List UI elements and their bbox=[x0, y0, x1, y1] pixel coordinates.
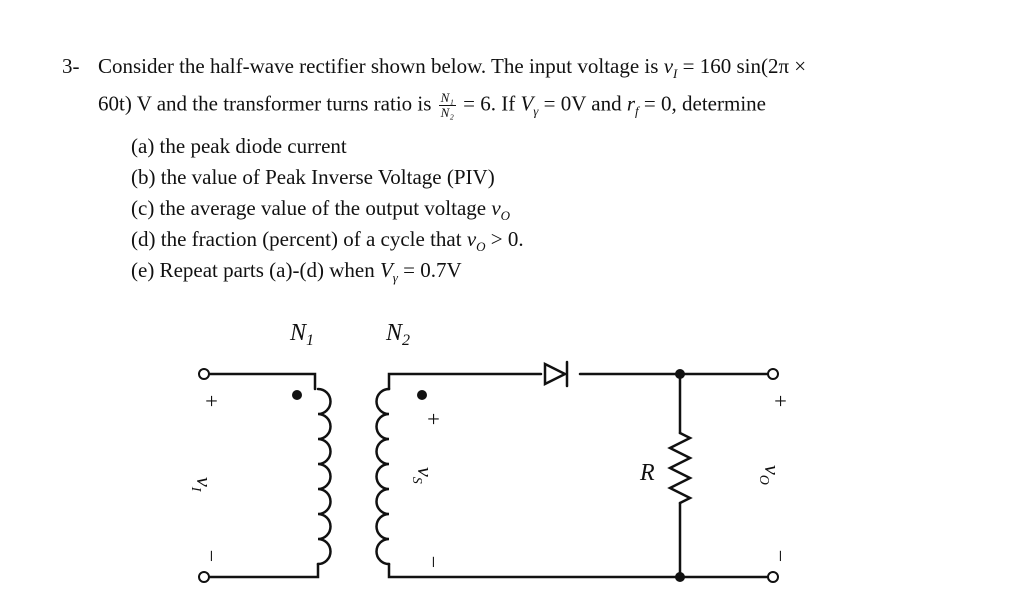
input-top-terminal bbox=[198, 368, 210, 380]
line2-text-d: = 0, determine bbox=[638, 91, 766, 116]
primary-coil bbox=[316, 387, 332, 566]
cutin-voltage-subscript: γ bbox=[533, 103, 539, 119]
input-voltage-label: vI bbox=[188, 477, 217, 493]
line1-text: Consider the half-wave rectifier shown b… bbox=[98, 54, 664, 78]
part-d-var-sub: O bbox=[476, 239, 486, 255]
part-d-var: v bbox=[466, 227, 477, 251]
problem-line-2: 60t) V and the transformer turns ratio i… bbox=[98, 91, 766, 120]
line2-text-c: = 0V and bbox=[538, 91, 627, 116]
input-plus: + bbox=[199, 395, 224, 407]
part-e-var: V bbox=[379, 258, 393, 282]
secondary-top-wire bbox=[387, 372, 543, 391]
problem-line-1: Consider the half-wave rectifier shown b… bbox=[98, 54, 806, 82]
input-voltage-symbol: v bbox=[663, 54, 674, 78]
primary-bottom-wire bbox=[207, 562, 320, 579]
bottom-node bbox=[675, 572, 685, 582]
part-a: (a) the peak diode current bbox=[131, 134, 347, 159]
diode-resistance-symbol: r bbox=[626, 91, 636, 116]
part-e-tail: = 0.7V bbox=[397, 258, 462, 282]
input-voltage-subscript: I bbox=[673, 66, 678, 82]
diode-symbol bbox=[543, 360, 569, 388]
n1-label: N1 bbox=[289, 320, 314, 349]
part-d: (d) the fraction (percent) of a cycle th… bbox=[131, 227, 524, 255]
problem-number: 3- bbox=[62, 54, 80, 78]
part-c: (c) the average value of the output volt… bbox=[131, 196, 510, 224]
secondary-bottom-wire bbox=[387, 562, 770, 579]
output-plus: + bbox=[768, 395, 793, 407]
output-minus: − bbox=[768, 550, 793, 562]
resistor-label: R bbox=[639, 460, 655, 486]
secondary-voltage-label: vS bbox=[409, 467, 438, 484]
output-bottom-terminal bbox=[767, 571, 779, 583]
top-node bbox=[675, 369, 685, 379]
part-c-text: (c) the average value of the output volt… bbox=[131, 196, 492, 220]
secondary-plus: + bbox=[421, 413, 446, 425]
primary-top-wire bbox=[207, 372, 317, 391]
line2-text-b: = 6. If bbox=[457, 91, 521, 116]
part-a-text: (a) the peak diode current bbox=[131, 134, 347, 158]
output-top-terminal bbox=[767, 368, 779, 380]
part-c-var-sub: O bbox=[500, 208, 511, 224]
part-e: (e) Repeat parts (a)-(d) when Vγ = 0.7V bbox=[131, 258, 462, 286]
cutin-voltage-symbol: V bbox=[520, 91, 534, 116]
part-e-text: (e) Repeat parts (a)-(d) when bbox=[131, 258, 380, 282]
part-d-tail: > 0. bbox=[485, 227, 524, 251]
primary-polarity-dot bbox=[292, 390, 302, 400]
resistor-zigzag bbox=[667, 431, 693, 505]
diode-resistance-subscript: f bbox=[635, 103, 639, 119]
input-minus: − bbox=[199, 550, 224, 562]
secondary-coil bbox=[375, 387, 391, 566]
part-e-var-sub: γ bbox=[392, 270, 398, 286]
turns-ratio-numerator: N₁ bbox=[438, 90, 456, 106]
turns-ratio-denominator: N₂ bbox=[440, 105, 454, 120]
n2-label: N2 bbox=[385, 320, 410, 349]
output-voltage-label: vO bbox=[756, 465, 785, 485]
line2-text-a: 60t) V and the transformer turns ratio i… bbox=[98, 91, 437, 116]
secondary-polarity-dot bbox=[417, 390, 427, 400]
secondary-minus: − bbox=[421, 556, 446, 568]
part-b-text: (b) the value of Peak Inverse Voltage (P… bbox=[131, 165, 495, 189]
part-c-var: v bbox=[491, 196, 501, 220]
part-b: (b) the value of Peak Inverse Voltage (P… bbox=[131, 165, 495, 190]
input-bottom-terminal bbox=[198, 571, 210, 583]
input-voltage-expression: = 160 sin(2π × bbox=[677, 54, 807, 78]
part-d-text: (d) the fraction (percent) of a cycle th… bbox=[131, 227, 467, 251]
